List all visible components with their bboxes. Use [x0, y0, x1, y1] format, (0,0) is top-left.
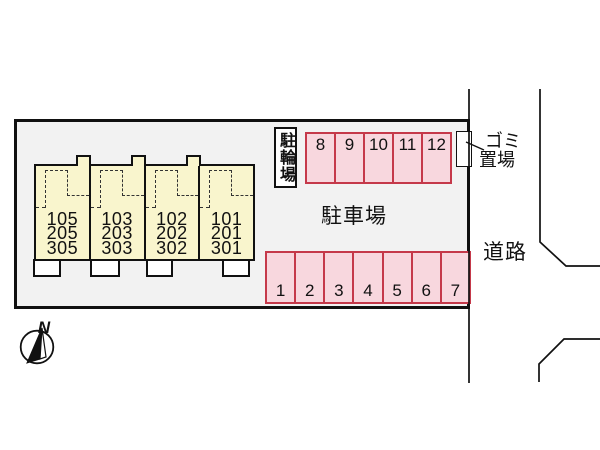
roof-projection	[186, 155, 201, 166]
building-unit-102: 102 202 302	[145, 166, 201, 259]
roof-projection	[76, 155, 91, 166]
bicycle-parking-label: 駐輪場	[277, 132, 294, 183]
road-edge-far-lower	[538, 338, 600, 382]
north-needle-dark	[26, 327, 43, 364]
parking-stall: 3	[325, 253, 355, 302]
entrance-porch	[90, 259, 120, 277]
overhang-dashed-line	[45, 170, 46, 208]
entrance-porch	[33, 259, 61, 277]
building-unit-101: 101 201 301	[200, 166, 253, 259]
north-needle-light	[39, 327, 47, 360]
overhang-dashed-line	[99, 170, 123, 171]
compass-icon: N	[19, 318, 55, 365]
overhang-dashed-line	[176, 195, 199, 196]
roof-projection	[131, 155, 146, 166]
north-label: N	[38, 318, 51, 337]
parking-stall: 1	[267, 253, 297, 302]
unit-numbers-label: 103 203 303	[101, 208, 133, 258]
overhang-dashed-line	[121, 195, 144, 196]
apartment-building: 105 205 305 103 203 303 102	[34, 164, 255, 261]
overhang-dashed-line	[45, 170, 68, 171]
parking-stall: 11	[394, 134, 423, 182]
overhang-dashed-line	[231, 170, 233, 196]
site-boundary: 105 205 305 103 203 303 10 2	[14, 119, 472, 309]
overhang-dashed-line	[145, 207, 155, 208]
entrance-porch	[222, 259, 250, 277]
parking-stall: 10	[365, 134, 394, 182]
parking-row-bottom: 1 2 3 4 5 6 7	[265, 251, 471, 304]
overhang-dashed-line	[67, 195, 89, 196]
overhang-dashed-line	[176, 170, 178, 196]
parking-stall: 2	[296, 253, 326, 302]
garbage-area-box	[456, 131, 472, 167]
parking-row-top: 8 9 10 11 12	[305, 132, 452, 184]
car-parking-label: 駐車場	[321, 205, 387, 228]
parking-stall: 4	[354, 253, 384, 302]
entrance-porch	[146, 259, 173, 277]
road-label: 道路	[483, 241, 527, 264]
unit-numbers-label: 101 201 301	[210, 208, 243, 258]
parking-stall: 8	[307, 134, 336, 182]
overhang-dashed-line	[209, 170, 233, 171]
overhang-dashed-line	[99, 170, 101, 208]
unit-numbers-label: 102 202 302	[156, 208, 188, 258]
bicycle-parking-sign: 駐輪場	[274, 127, 297, 188]
road-edge-far-upper	[539, 89, 600, 267]
overhang-dashed-line	[90, 207, 100, 208]
unit-numbers-label: 105 205 305	[46, 208, 79, 258]
overhang-dashed-line	[36, 207, 45, 208]
parking-stall: 6	[413, 253, 442, 302]
parking-stall: 7	[450, 281, 461, 300]
overhang-dashed-line	[231, 195, 253, 196]
overhang-dashed-line	[200, 207, 210, 208]
building-unit-103: 103 203 303	[90, 166, 146, 259]
overhang-dashed-line	[154, 170, 178, 171]
compass-circle	[19, 329, 55, 365]
overhang-dashed-line	[121, 170, 123, 196]
overhang-dashed-line	[209, 170, 211, 208]
building-unit-105: 105 205 305	[36, 166, 91, 259]
overhang-dashed-line	[154, 170, 156, 208]
parking-stall: 9	[336, 134, 365, 182]
parking-stall: 12	[427, 135, 446, 154]
overhang-dashed-line	[67, 170, 68, 196]
garbage-area-label: ゴミ 置場	[479, 131, 521, 170]
parking-stall: 5	[384, 253, 413, 302]
